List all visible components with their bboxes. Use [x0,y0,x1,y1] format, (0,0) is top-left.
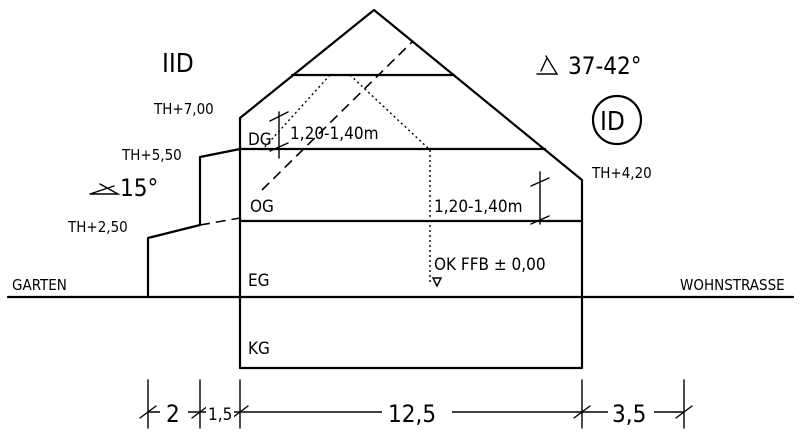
dotted-line-left [261,74,331,151]
dotted-line-right [349,74,431,151]
main-building-outline [238,8,584,370]
eg-label: EG [248,271,270,291]
og-dim-tick-top [530,177,550,187]
storeys-rear-label: IID [162,49,194,79]
alt-roof-dashed-line [261,41,413,191]
dim-mask-2 [206,398,234,426]
dim-label-1: 2 [166,400,180,428]
id-circle [591,94,643,146]
rear-annex-dashed-eave [225,148,241,153]
og-height-label: 1,20-1,40m [434,197,523,217]
rear-roof-angle-icon [89,183,121,195]
kg-label: KG [248,339,270,359]
th-420-label: TH+4,20 [591,164,652,182]
og-dim-tick-bottom [530,215,550,225]
th-700-label: TH+7,00 [153,100,214,118]
dim-label-2: 1,5 [208,405,232,425]
dim-mask-4 [608,398,654,426]
dg-dim-tick-top [269,111,289,122]
okffb-label: OK FFB ± 0,00 [434,255,546,275]
rear-annex-outline [146,147,242,299]
dg-dim-tick-bottom [269,142,289,152]
level-triangle-icon [431,277,443,288]
roof-angle-rear-label: 15° [120,174,158,202]
dim-mask-3 [382,398,452,426]
dim-mask-1 [160,398,188,426]
og-label: OG [250,197,274,217]
roof-angle-main-label: 37-42° [568,52,642,80]
garten-label: GARTEN [12,276,67,294]
bottom-dimension-ticks [139,379,693,429]
rear-annex-dashed-roof [199,217,241,226]
wohnstrasse-label: WOHNSTRASSE [680,276,785,294]
roof-angle-icon [536,55,559,75]
dg-label: DG [248,130,272,150]
th-250-label: TH+2,50 [67,218,128,236]
dg-height-label: 1,20-1,40m [290,124,379,144]
dim-label-3: 12,5 [388,400,436,428]
th-550-label: TH+5,50 [121,146,182,164]
dim-label-4: 3,5 [612,400,646,428]
storeys-front-label: ID [600,107,625,137]
